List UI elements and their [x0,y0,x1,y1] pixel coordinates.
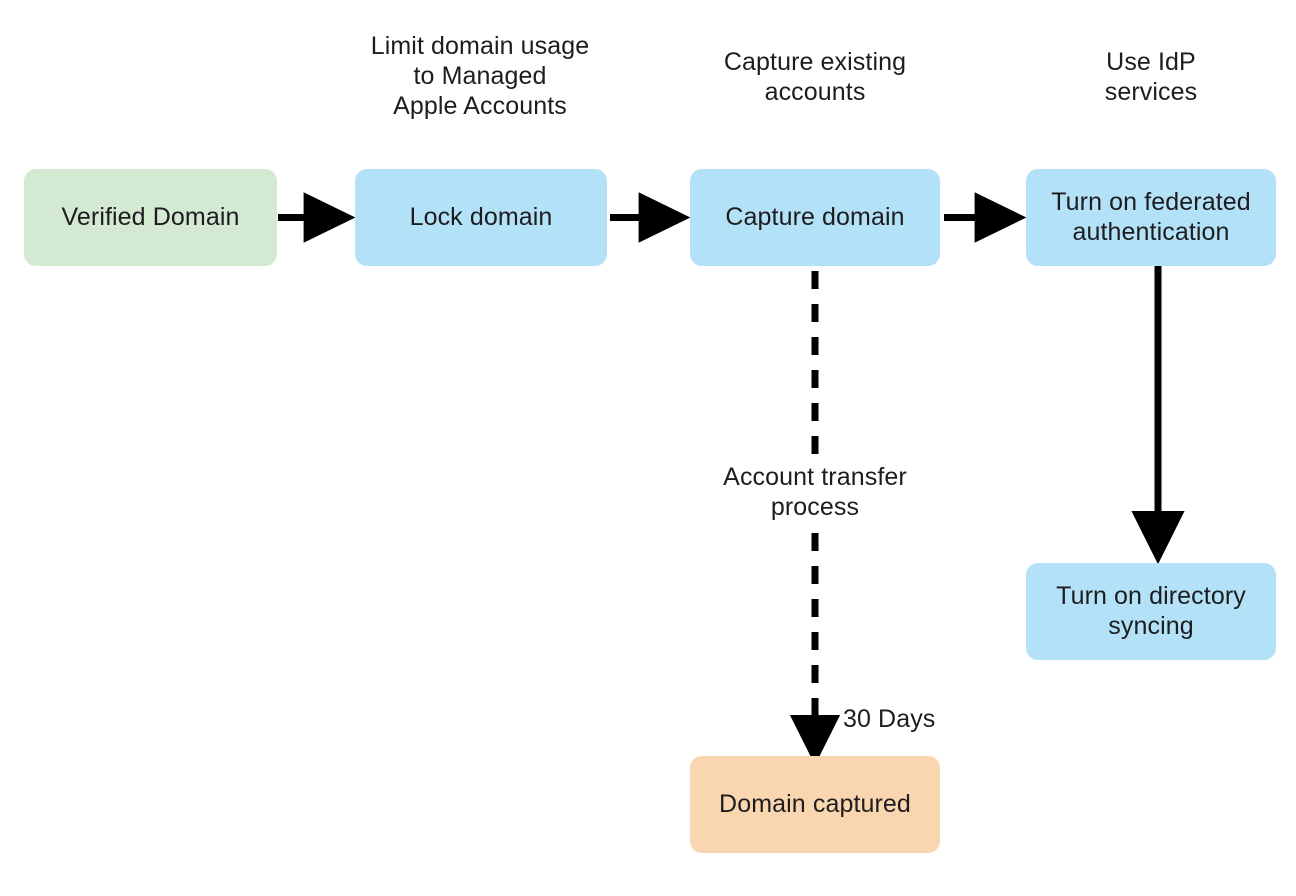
caption-use-idp-services: Use IdP services [1104,48,1198,106]
edge-label-30-days: 30 Days [843,704,1003,734]
node-turn-on-directory-syncing[interactable]: Turn on directory syncing [1026,563,1276,660]
node-capture-domain[interactable]: Capture domain [690,169,940,266]
node-lock-domain[interactable]: Lock domain [355,169,607,266]
node-domain-captured[interactable]: Domain captured [690,756,940,853]
caption-capture-existing-accounts: Capture existing accounts [723,48,907,106]
caption-limit-domain-usage: Limit domain usage to Managed Apple Acco… [370,32,590,120]
node-verified-domain[interactable]: Verified Domain [24,169,277,266]
edge-label-account-transfer-process: Account transfer process [675,462,955,522]
node-turn-on-federated-authentication[interactable]: Turn on federated authentication [1026,169,1276,266]
